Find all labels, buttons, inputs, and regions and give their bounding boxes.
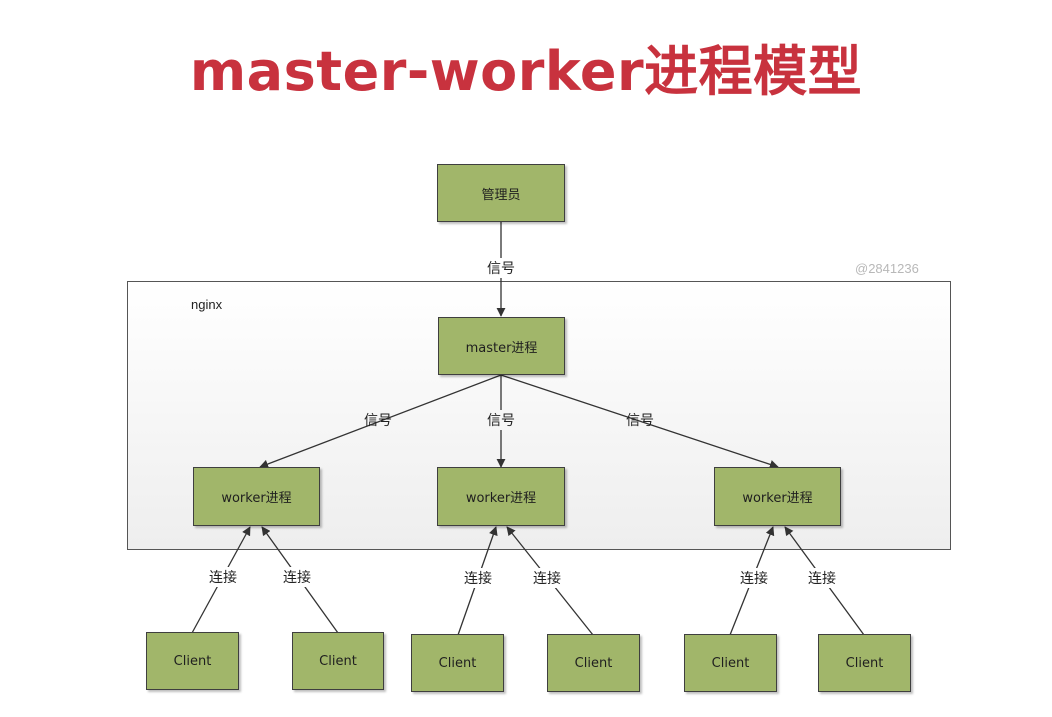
worker-node-1: worker进程: [193, 467, 320, 526]
edge-label-client6-worker3: 连接: [806, 568, 838, 588]
client-node-4: Client: [547, 634, 640, 692]
edge-label-admin-master: 信号: [484, 258, 518, 278]
client-node-5: Client: [684, 634, 777, 692]
edge-label-client3-worker2: 连接: [462, 568, 494, 588]
client-node-2: Client: [292, 632, 384, 690]
worker-node-3: worker进程: [714, 467, 841, 526]
edge-label-master-worker1: 信号: [364, 413, 392, 429]
client-node-1: Client: [146, 632, 239, 690]
edge-label-master-worker2: 信号: [485, 410, 517, 430]
edge-label-client2-worker1: 连接: [281, 567, 313, 587]
worker-node-2: worker进程: [437, 467, 565, 526]
edge-label-client1-worker1: 连接: [207, 567, 239, 587]
edge-label-master-worker3: 信号: [626, 413, 654, 429]
edge-label-client4-worker2: 连接: [531, 568, 563, 588]
edge-master-worker3: [500, 374, 779, 469]
edge-master-worker1: [259, 374, 502, 469]
client-node-6: Client: [818, 634, 911, 692]
edge-label-client5-worker3: 连接: [738, 568, 770, 588]
page-title: master-worker进程模型: [189, 40, 863, 103]
admin-node: 管理员: [437, 164, 565, 222]
nginx-label: nginx: [191, 297, 223, 312]
watermark: @2841236: [855, 261, 919, 276]
client-node-3: Client: [411, 634, 504, 692]
master-node: master进程: [438, 317, 565, 375]
